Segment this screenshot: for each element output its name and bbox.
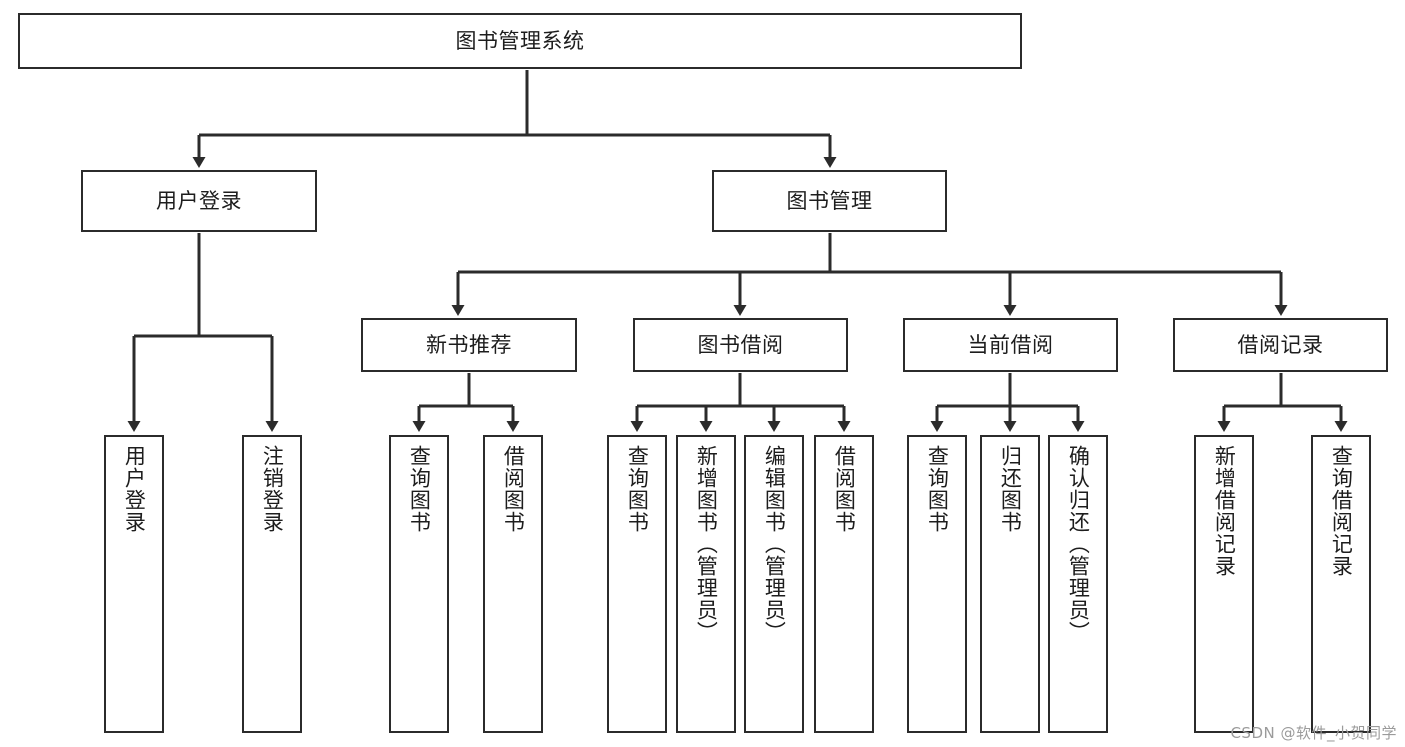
leaf-book-borrow-query-book[interactable]: 查询图书 (607, 435, 667, 733)
leaf-borrow-record-add-record[interactable]: 新增借阅记录 (1194, 435, 1254, 733)
node-label: 新书推荐 (426, 332, 512, 357)
node-label: 注销登录 (260, 445, 285, 533)
node-label: 确认归还（管理员） (1066, 445, 1091, 643)
node-book-management[interactable]: 图书管理 (712, 170, 947, 232)
leaf-user-login-login[interactable]: 用户登录 (104, 435, 164, 733)
leaf-book-borrow-add-book[interactable]: 新增图书（管理员） (676, 435, 736, 733)
node-book-borrow[interactable]: 图书借阅 (633, 318, 848, 372)
node-label: 借阅图书 (832, 445, 857, 533)
node-label: 用户登录 (122, 445, 147, 533)
leaf-current-borrow-return-book[interactable]: 归还图书 (980, 435, 1040, 733)
node-current-borrow[interactable]: 当前借阅 (903, 318, 1118, 372)
node-label: 查询借阅记录 (1329, 445, 1354, 577)
leaf-current-borrow-query-book[interactable]: 查询图书 (907, 435, 967, 733)
leaf-user-login-logout[interactable]: 注销登录 (242, 435, 302, 733)
node-label: 新增借阅记录 (1212, 445, 1237, 577)
leaf-borrow-record-query-record[interactable]: 查询借阅记录 (1311, 435, 1371, 733)
node-user-login[interactable]: 用户登录 (81, 170, 317, 232)
node-label: 当前借阅 (967, 332, 1054, 357)
node-label: 查询图书 (407, 445, 432, 533)
node-label: 借阅记录 (1237, 332, 1324, 357)
node-label: 图书借阅 (697, 332, 784, 357)
node-label: 查询图书 (625, 445, 650, 533)
leaf-new-book-query-book[interactable]: 查询图书 (389, 435, 449, 733)
node-label: 编辑图书（管理员） (762, 445, 787, 643)
node-borrow-record[interactable]: 借阅记录 (1173, 318, 1388, 372)
node-label: 用户登录 (156, 188, 242, 213)
leaf-current-borrow-confirm-return[interactable]: 确认归还（管理员） (1048, 435, 1108, 733)
node-new-book-recommend[interactable]: 新书推荐 (361, 318, 577, 372)
node-label: 图书管理 (786, 188, 873, 213)
node-label: 借阅图书 (501, 445, 526, 533)
node-label: 查询图书 (925, 445, 950, 533)
node-root-system[interactable]: 图书管理系统 (18, 13, 1022, 69)
leaf-new-book-borrow-book[interactable]: 借阅图书 (483, 435, 543, 733)
leaf-book-borrow-edit-book[interactable]: 编辑图书（管理员） (744, 435, 804, 733)
leaf-book-borrow-borrow-book[interactable]: 借阅图书 (814, 435, 874, 733)
node-label: 新增图书（管理员） (694, 445, 719, 643)
watermark-text: CSDN @软件_小贺同学 (1230, 724, 1397, 742)
node-label: 图书管理系统 (455, 28, 585, 53)
node-label: 归还图书 (998, 445, 1023, 533)
